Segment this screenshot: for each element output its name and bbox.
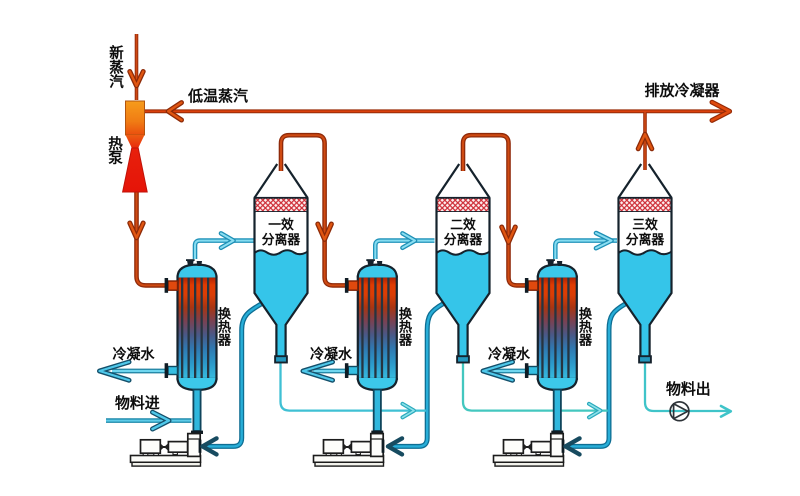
- svg-text:冷凝水: 冷凝水: [113, 346, 156, 362]
- svg-text:热: 热: [579, 319, 593, 335]
- svg-text:分离器: 分离器: [444, 232, 483, 247]
- svg-text:二效: 二效: [450, 217, 476, 232]
- svg-text:新: 新: [109, 44, 124, 62]
- svg-text:蒸: 蒸: [109, 59, 124, 77]
- svg-text:冷凝水: 冷凝水: [488, 346, 531, 362]
- svg-text:换: 换: [579, 306, 593, 322]
- svg-text:排放冷凝器: 排放冷凝器: [645, 82, 721, 100]
- svg-text:分离器: 分离器: [262, 232, 301, 247]
- svg-text:热: 热: [218, 319, 232, 335]
- svg-text:泵: 泵: [108, 150, 123, 167]
- svg-text:冷凝水: 冷凝水: [310, 346, 353, 362]
- svg-text:物料进: 物料进: [115, 394, 160, 412]
- svg-text:低温蒸汽: 低温蒸汽: [187, 87, 248, 105]
- svg-text:一效: 一效: [268, 217, 294, 232]
- svg-text:汽: 汽: [109, 73, 124, 91]
- svg-text:器: 器: [217, 333, 232, 348]
- svg-text:换: 换: [399, 306, 413, 322]
- svg-text:热: 热: [108, 135, 123, 153]
- svg-text:三效: 三效: [632, 217, 658, 232]
- svg-text:器: 器: [398, 333, 413, 348]
- svg-text:器: 器: [578, 333, 593, 348]
- svg-text:换: 换: [218, 306, 232, 322]
- svg-text:分离器: 分离器: [626, 232, 665, 247]
- svg-text:热: 热: [399, 319, 413, 335]
- svg-text:物料出: 物料出: [666, 380, 711, 398]
